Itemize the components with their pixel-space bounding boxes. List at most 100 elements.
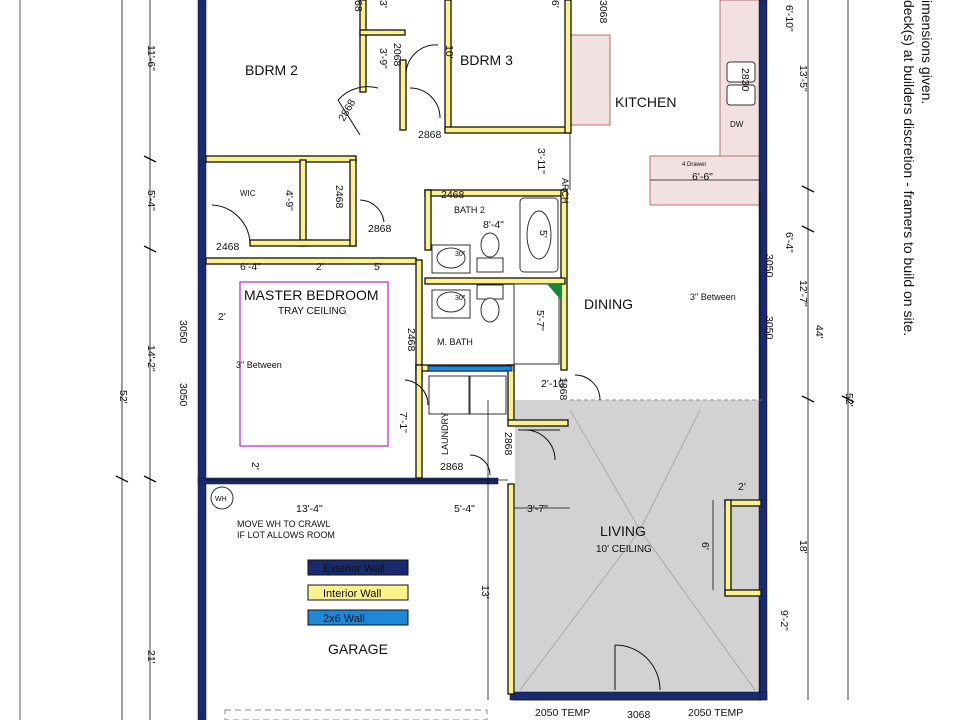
three-between-right: 3" Between	[690, 292, 736, 302]
dim-52-right: 52'	[843, 393, 855, 407]
dim-13-4: 13'-4"	[296, 503, 323, 515]
four-drawer-label: 4 Drawer	[682, 162, 706, 168]
room-label-living: LIVING	[600, 523, 646, 539]
room-label-master-bedroom: MASTER BEDROOM	[244, 287, 379, 303]
arch-label: ARCH	[560, 178, 570, 204]
dim-13: 13'	[479, 585, 491, 599]
living-floor-fill	[515, 400, 762, 692]
dim-2-fp: 2'	[738, 481, 746, 493]
tag-2468-wic: 2468	[216, 241, 240, 253]
exterior-walls	[197, 0, 768, 720]
water-heater-label: WH	[215, 496, 227, 503]
dimension-lines	[121, 0, 849, 720]
tag-3050-m2: 3050	[177, 383, 189, 407]
dim-9-2: 9'-2"	[778, 610, 790, 631]
room-label-dining: DINING	[584, 296, 633, 312]
dim-11-6: 11'-6"	[145, 45, 157, 71]
tag-2468-bath2: 2468	[441, 189, 465, 201]
kitchen-range-cabinet	[569, 34, 611, 126]
tag-3050-k1: 3050	[763, 254, 775, 278]
tag-2830: 2830	[739, 68, 751, 92]
legend-label-exterior: Exterior Wall	[323, 563, 385, 575]
dim-3-top: 3'	[377, 0, 389, 8]
dim-6-4-master: 6'-4"	[240, 261, 261, 273]
dishwasher-label: DW	[730, 120, 744, 129]
tag-3068: 3068	[627, 709, 651, 720]
dim-6-fp: 6'	[699, 542, 711, 550]
dim-2-b: 2'	[218, 311, 226, 323]
tag-2868-bdrm3: 2868	[418, 129, 442, 141]
dim-5-bath: 5'	[537, 230, 549, 238]
dim-5-4-left: 5'-4"	[145, 190, 157, 211]
dim-2-c: 2'	[249, 462, 261, 470]
dim-6-4-right: 6'-4"	[783, 232, 795, 253]
dim-44: 44'	[813, 325, 825, 339]
move-wh-note-1: MOVE WH TO CRAWL	[237, 519, 330, 529]
room-label-bdrm3: BDRM 3	[460, 52, 513, 68]
tag-2868-laundry: 2868	[440, 461, 464, 473]
water-heater	[210, 486, 234, 510]
kitchen-sink	[726, 61, 756, 106]
tray-ceiling-outline	[239, 281, 389, 447]
tag-2050-temp-1: 2050 TEMP	[535, 707, 590, 719]
dim-10: 10'	[443, 45, 455, 59]
vault-lines	[519, 409, 756, 691]
legend-label-2x6: 2x6 Wall	[323, 613, 365, 625]
tag-2050-temp-2: 2050 TEMP	[688, 707, 743, 719]
door-window-tags: 2068 2868 2868 2468 2468 2868 2468 2468 …	[177, 0, 775, 720]
dim-5-7: 5'-7"	[534, 310, 546, 331]
dim-30-b: 30"	[455, 295, 466, 302]
tag-2468-master: 2468	[333, 185, 345, 209]
dim-18: 18'	[797, 540, 809, 554]
dimension-ticks	[115, 155, 855, 483]
three-between-left: 3" Between	[236, 360, 282, 370]
dim-6-top: 6'	[549, 0, 561, 8]
room-label-kitchen: KITCHEN	[615, 94, 676, 110]
room-label-living-ceiling: 10' CEILING	[596, 544, 652, 555]
dim-3-9: 3'-9"	[377, 48, 389, 69]
move-wh-note-2: IF LOT ALLOWS ROOM	[237, 530, 335, 540]
side-note-line2: deck(s) at builders discretion - framers…	[901, 0, 917, 336]
room-label-wic: WIC	[240, 189, 256, 198]
dim-2-a: 2'	[316, 261, 324, 273]
dim-30-a: 30"	[455, 251, 466, 258]
tag-2468-mbath: 2468	[405, 328, 417, 352]
dim-4-9: 4'-9"	[283, 190, 295, 211]
room-label-bath2: BATH 2	[454, 205, 485, 215]
garage-door	[224, 709, 488, 720]
dim-3-11: 3'-11"	[535, 148, 547, 174]
shower-corner-seat	[547, 284, 561, 300]
dim-6-6: 6'-6"	[692, 171, 713, 183]
legend-swatch-2x6	[307, 609, 409, 626]
dim-21: 21'	[145, 650, 157, 664]
dim-8-4: 8'-4"	[483, 219, 504, 231]
tag-2868-bdrm2: 2868	[336, 97, 358, 123]
room-label-bdrm2: BDRM 2	[245, 62, 298, 78]
dim-5-4-mid: 5'-4"	[454, 503, 475, 515]
legend-label-interior: Interior Wall	[323, 588, 381, 600]
side-note-line1: imensions given.	[919, 0, 935, 104]
tag-3050-m1: 3050	[177, 320, 189, 344]
dim-12-7: 12'-7"	[797, 280, 809, 307]
tag-2868-garage: 2868	[502, 432, 514, 456]
dim-13-5: 13'-5"	[797, 65, 809, 92]
wall-legend: Exterior Wall Interior Wall 2x6 Wall	[307, 559, 409, 626]
tag-3068-top: 3068	[597, 0, 609, 24]
dim-3-7: 3'-7"	[527, 503, 548, 515]
dim-2-10: 2'-10"	[541, 378, 568, 390]
two-by-six-wall	[427, 365, 513, 372]
legend-swatch-exterior	[307, 559, 409, 576]
tag-2868-hall: 2868	[368, 223, 392, 235]
room-label-laundry: LAUNDRY	[440, 412, 450, 455]
tag-1868: 1868	[557, 377, 569, 401]
door-swings	[211, 44, 661, 691]
dimension-labels: 11'-6" 5'-4" 52' 14'-2" 21' 6'-4" 2' 5' …	[117, 0, 855, 664]
dim-52-left: 52'	[117, 390, 129, 404]
dim-68: 68	[352, 0, 364, 12]
tag-3050-k2: 3050	[763, 316, 775, 340]
dim-14-2: 14'-2"	[145, 345, 157, 372]
dim-7-1: 7'-1"	[397, 412, 409, 433]
room-label-garage: GARAGE	[328, 641, 388, 657]
legend-swatch-interior	[307, 584, 409, 601]
